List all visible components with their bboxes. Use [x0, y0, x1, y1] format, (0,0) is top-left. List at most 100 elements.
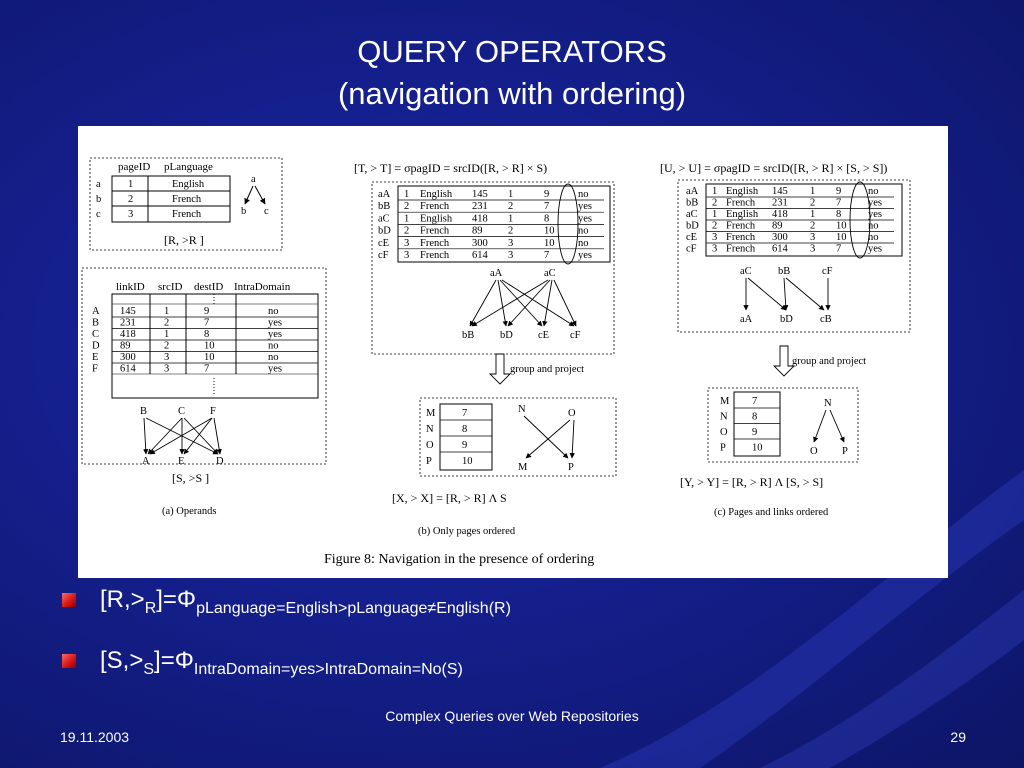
table2-label: [S, >S ] [172, 471, 209, 485]
join-cell: cF [686, 244, 697, 255]
join-cell: French [726, 198, 756, 209]
join-cell: 3 [404, 250, 409, 261]
b-graph-node: cF [570, 330, 581, 341]
t2-link: 300 [120, 352, 136, 363]
join-cell: yes [868, 209, 882, 220]
t2-intra: yes [268, 318, 282, 329]
slide-subtitle: (navigation with ordering) [337, 76, 687, 111]
figure-navigation-ordering: pageID pLanguage a b c 1 2 3 English Fre… [78, 126, 948, 578]
t1-id: 3 [128, 209, 133, 220]
result-value: 10 [752, 443, 763, 454]
c-graph-node: bB [778, 266, 790, 277]
join-cell: 2 [404, 201, 409, 212]
join-cell: aC [378, 213, 390, 224]
join-cell: 3 [712, 244, 717, 255]
result-key: P [426, 456, 432, 467]
t2-src: 2 [164, 318, 169, 329]
t2-src: 1 [164, 306, 169, 317]
join-cell: French [726, 232, 756, 243]
join-cell: English [420, 189, 453, 200]
b-graph-node: cE [538, 330, 549, 341]
slide-title: QUERY OPERATORS [357, 34, 667, 69]
join-cell: aA [378, 189, 391, 200]
graph-node: C [178, 406, 185, 417]
join-cell: aC [686, 209, 698, 220]
panel-a: pageID pLanguage a b c 1 2 3 English Fre… [81, 157, 327, 517]
join-cell: bD [686, 221, 699, 232]
t2-key: D [92, 341, 100, 352]
join-cell: 418 [772, 209, 788, 220]
c-graph-node: aC [740, 266, 752, 277]
b-tree-node: N [518, 404, 526, 415]
join-cell: 145 [472, 189, 488, 200]
join-cell: cE [686, 232, 697, 243]
bullet-marker-icon [62, 654, 76, 668]
join-cell: no [578, 238, 589, 249]
t2-key: A [92, 306, 100, 317]
graph-node: A [142, 456, 150, 467]
join-cell: 418 [472, 213, 488, 224]
join-cell: 10 [836, 232, 847, 243]
join-cell: 614 [472, 250, 489, 261]
join-cell: 9 [544, 189, 549, 200]
result-key: M [426, 408, 436, 419]
join-cell: 300 [472, 238, 488, 249]
tree1-node: c [264, 206, 269, 217]
join-cell: English [726, 209, 759, 220]
result-value: 7 [462, 408, 467, 419]
join-cell: 2 [810, 221, 815, 232]
result-key: N [426, 424, 434, 435]
join-cell: English [726, 186, 759, 197]
b-graph-node: aA [490, 268, 503, 279]
join-cell: bB [686, 198, 698, 209]
join-cell: 3 [404, 238, 409, 249]
graph-node: E [178, 456, 184, 467]
join-cell: 2 [508, 201, 513, 212]
c-graph-node: bD [780, 314, 793, 325]
t2-key: F [92, 364, 98, 375]
graph-node: F [210, 406, 216, 417]
join-cell: no [578, 226, 589, 237]
bullet-text: [S,>S]=ΦIntraDomain=yes>IntraDomain=No(S… [100, 647, 463, 678]
join-cell: 10 [544, 226, 555, 237]
join-cell: bB [378, 201, 390, 212]
result-value: 10 [462, 456, 473, 467]
join-cell: 3 [712, 232, 717, 243]
tree1-node: a [251, 174, 256, 185]
join-cell: 2 [712, 198, 717, 209]
slide-number: 29 [950, 729, 966, 745]
c-tree-node: N [824, 398, 832, 409]
b-tree-node: M [518, 462, 528, 473]
t1-key: b [96, 194, 101, 205]
t2-header: srcID [158, 281, 182, 293]
panel-c-formula-top: [U, > U] = σpagID = srcID([R, > R] × [S,… [660, 161, 887, 175]
t1-id: 1 [128, 179, 133, 190]
join-cell: 7 [836, 244, 841, 255]
footer-date: 19.11.2003 [60, 729, 130, 745]
t2-src: 1 [164, 329, 169, 340]
join-cell: French [726, 221, 756, 232]
t2-intra: yes [268, 329, 282, 340]
join-cell: French [420, 250, 450, 261]
table1-header-planguage: pLanguage [164, 161, 213, 173]
t1-lang: English [172, 179, 205, 190]
t1-id: 2 [128, 194, 133, 205]
t2-key: B [92, 318, 99, 329]
join-cell: 7 [836, 198, 841, 209]
c-tree-node: P [842, 446, 848, 457]
result-value: 9 [462, 440, 467, 451]
t2-dest: 9 [204, 306, 209, 317]
panel-b-formula-top: [T, > T] = σpagID = srcID([R, > R] × S) [354, 161, 547, 175]
result-value: 9 [752, 427, 757, 438]
result-key: O [426, 440, 434, 451]
t2-link: 231 [120, 318, 136, 329]
bullet-text: [R,>R]=ΦpLanguage=English>pLanguage≠Engl… [100, 586, 511, 617]
join-cell: 3 [508, 250, 513, 261]
t2-src: 3 [164, 352, 169, 363]
t2-dest: 8 [204, 329, 209, 340]
b-graph-node: bB [462, 330, 474, 341]
bullet-item: [S,>S]=ΦIntraDomain=yes>IntraDomain=No(S… [62, 645, 1002, 685]
join-cell: 89 [472, 226, 483, 237]
result-value: 8 [752, 412, 757, 423]
join-cell: 8 [544, 213, 549, 224]
